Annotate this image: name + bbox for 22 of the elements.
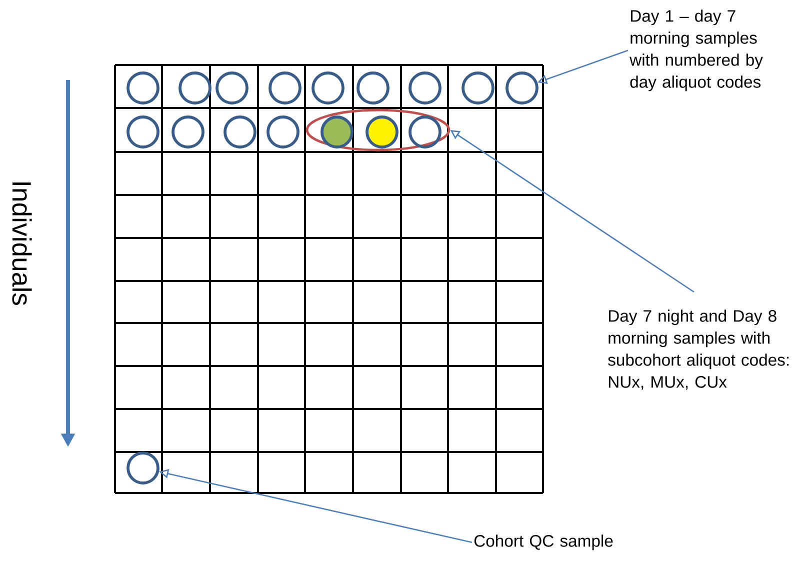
sample-circle	[320, 116, 354, 148]
sample-circle	[506, 72, 538, 104]
sample-circle	[126, 116, 160, 148]
sample-circle	[356, 72, 390, 104]
sample-circle	[312, 72, 344, 104]
sample-circle	[178, 72, 212, 104]
sample-circle	[216, 72, 248, 104]
sample-circle	[462, 72, 494, 104]
callout-text: Day 1 – day 7 morning samples with numbered by day aliquot codes	[630, 10, 763, 92]
sample-circle	[408, 72, 442, 104]
sample-circle	[126, 452, 160, 484]
sample-circle	[408, 116, 442, 148]
callout-text: Cohort QC sample	[474, 534, 613, 550]
axis-label: Individuals	[12, 182, 32, 305]
sample-circle	[172, 116, 204, 148]
sample-circle	[366, 116, 398, 148]
highlight-ellipse	[306, 108, 450, 152]
sample-circle	[266, 116, 300, 148]
callout-text: Day 7 night and Day 8 morning samples with subcohort aliquot codes: NUx, MUx, CUx	[608, 310, 789, 390]
sample-circle	[224, 116, 256, 148]
sample-circle	[268, 72, 302, 104]
sample-circle	[126, 72, 160, 104]
